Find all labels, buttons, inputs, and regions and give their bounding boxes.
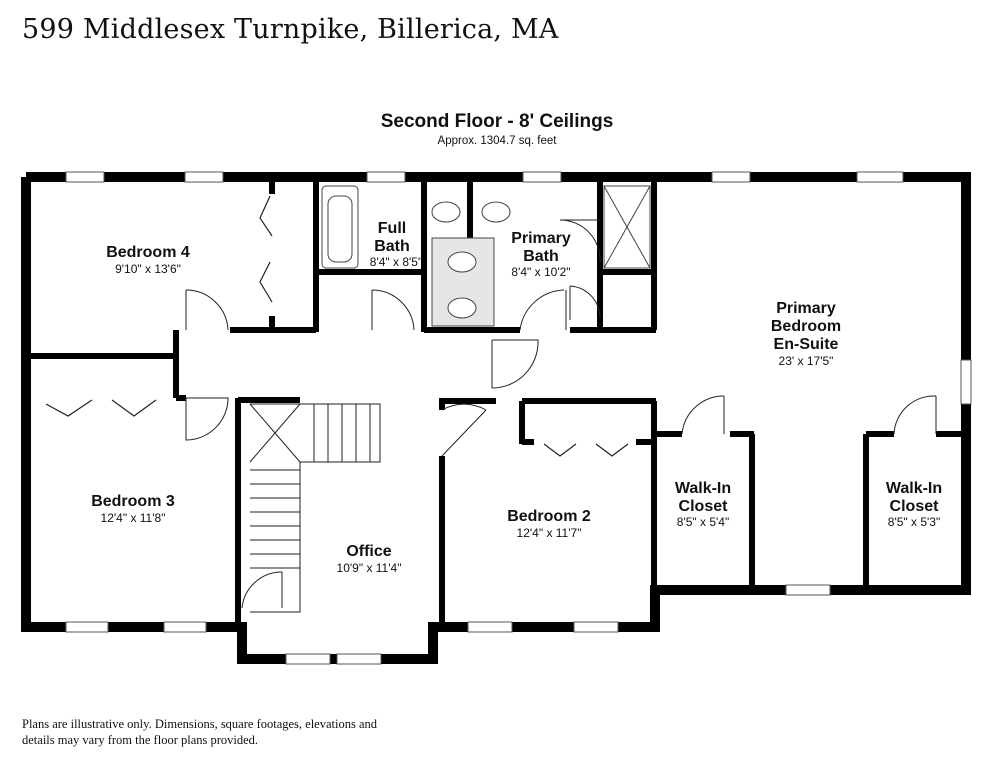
interior-walls (30, 180, 966, 622)
bedroom3-dims: 12'4" x 11'8" (101, 511, 166, 525)
bedroom4-name: Bedroom 4 (106, 244, 190, 261)
room-labels: Bedroom 4 9'10" x 13'6" Full Bath 8'4" x… (91, 220, 942, 575)
primary-bedroom-name-2: Bedroom (771, 318, 841, 335)
full-bath-name-1: Full (378, 220, 406, 237)
primary-bedroom-dims: 23' x 17'5" (779, 354, 834, 368)
staircase (249, 403, 381, 613)
primary-bedroom-name-3: En-Suite (774, 336, 839, 353)
walkin1-dims: 8'5" x 5'4" (677, 515, 729, 529)
disclaimer-text: Plans are illustrative only. Dimensions,… (22, 717, 378, 747)
windows (65, 171, 972, 665)
walkin1-name-1: Walk-In (675, 480, 731, 497)
floor-area: Approx. 1304.7 sq. feet (437, 135, 557, 147)
bedroom3-name: Bedroom 3 (91, 493, 175, 510)
primary-bedroom-name-1: Primary (776, 300, 836, 317)
property-address: 599 Middlesex Turnpike, Billerica, MA (22, 14, 559, 45)
bath-fixtures (321, 185, 651, 327)
bifold-doors (45, 195, 629, 457)
walkin2-name-1: Walk-In (886, 480, 942, 497)
full-bath-name-2: Bath (374, 238, 410, 255)
full-bath-dims: 8'4" x 8'5" (370, 255, 422, 269)
walkin2-dims: 8'5" x 5'3" (888, 515, 940, 529)
office-dims: 10'9" x 11'4" (337, 561, 402, 575)
office-name: Office (346, 543, 391, 560)
primary-bath-name-2: Bath (523, 248, 559, 265)
doors (185, 219, 937, 609)
bedroom2-dims: 12'4" x 11'7" (517, 526, 582, 540)
bedroom4-dims: 9'10" x 13'6" (115, 262, 181, 276)
primary-bath-name-1: Primary (511, 230, 571, 247)
walkin1-name-2: Closet (679, 498, 729, 515)
floor-title: Second Floor - 8' Ceilings (380, 111, 614, 132)
walkin2-name-2: Closet (890, 498, 940, 515)
primary-bath-dims: 8'4" x 10'2" (511, 265, 570, 279)
bedroom2-name: Bedroom 2 (507, 508, 591, 525)
